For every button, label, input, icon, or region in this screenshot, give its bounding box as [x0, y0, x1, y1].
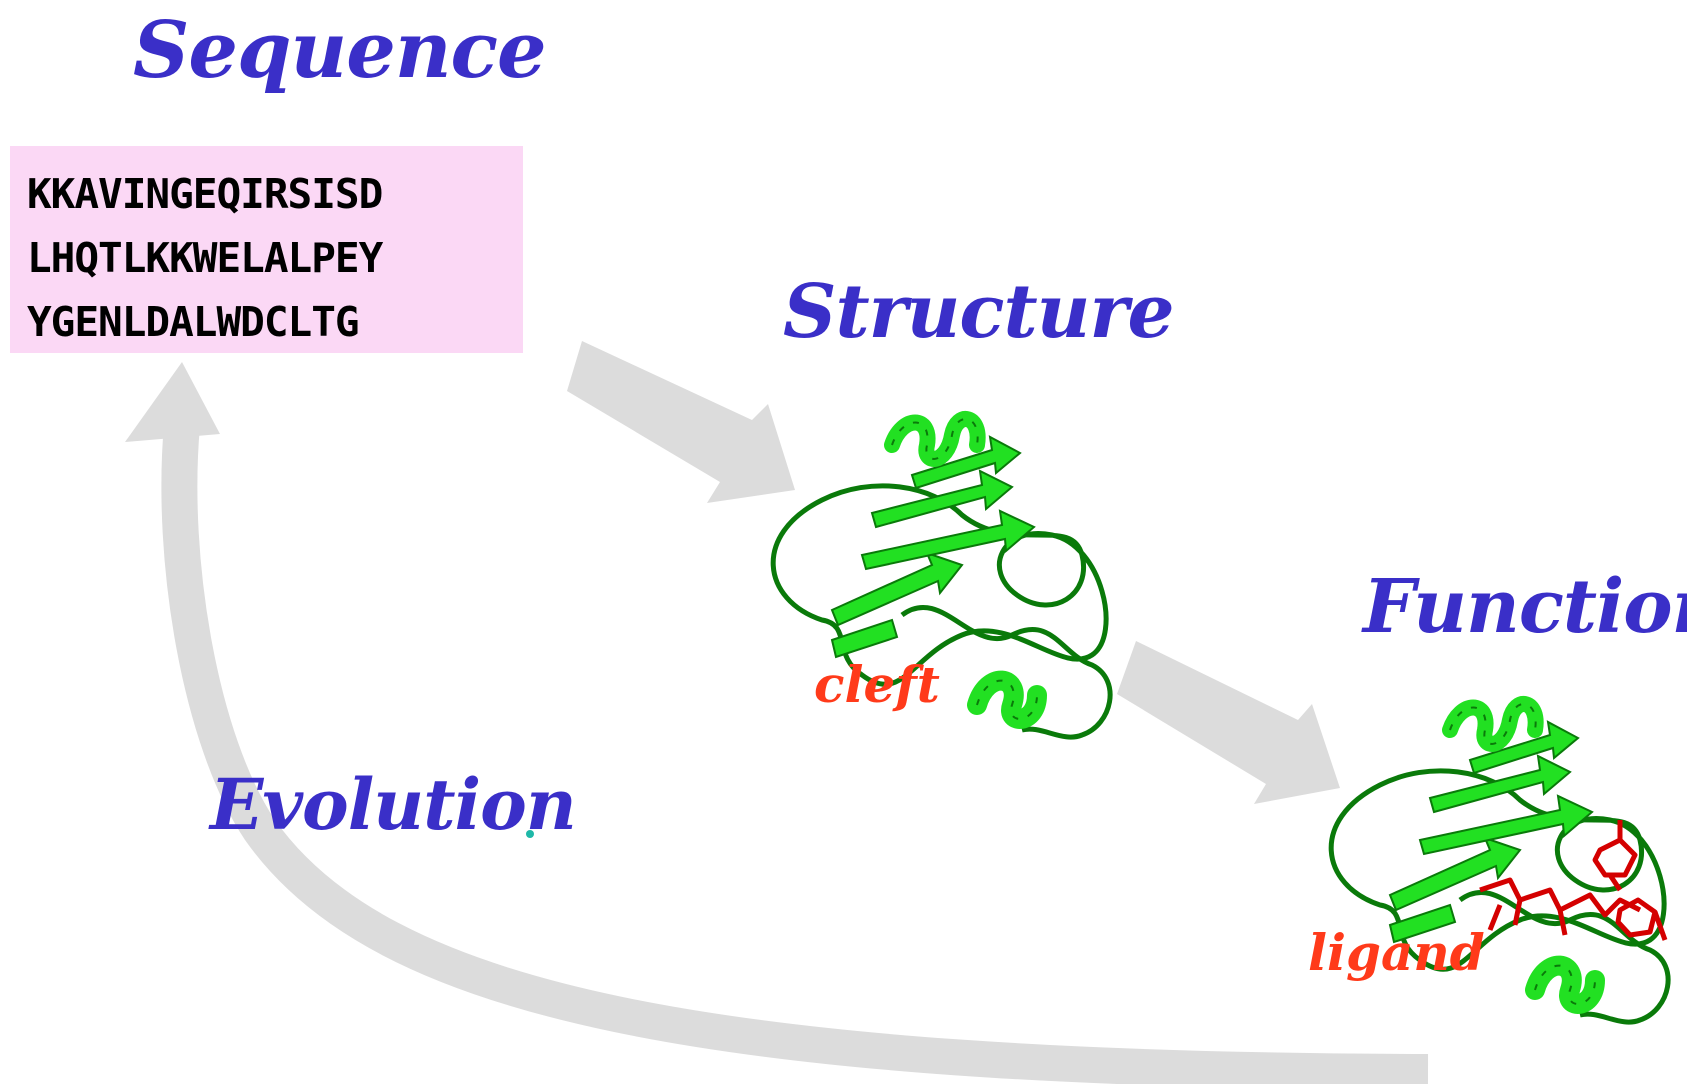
cleft-label: cleft	[814, 655, 940, 714]
sequence-line: YGENLDALWDCLTG	[27, 298, 360, 346]
sequence-title: Sequence	[133, 5, 547, 96]
protein-ligand-ribbon-icon	[1331, 704, 1668, 1022]
evolution-title: Evolution	[210, 763, 577, 846]
ligand-molecule-icon	[1479, 820, 1668, 941]
evolution-dot	[526, 830, 534, 838]
ligand-label: ligand	[1308, 923, 1485, 982]
structure-title: Structure	[783, 269, 1175, 355]
evolution-arrow-head	[125, 362, 220, 442]
sequence-to-structure-arrow	[567, 341, 795, 503]
structure-to-function-arrow	[1117, 641, 1340, 804]
sequence-line: LHQTLKKWELALPEY	[27, 234, 383, 282]
evolution-arrow-body	[161, 423, 1429, 1084]
function-title: Function	[1363, 564, 1687, 650]
sequence-box: KKAVINGEQIRSISD LHQTLKKWELALPEY YGENLDAL…	[10, 146, 523, 353]
sequence-line: KKAVINGEQIRSISD	[27, 170, 383, 218]
